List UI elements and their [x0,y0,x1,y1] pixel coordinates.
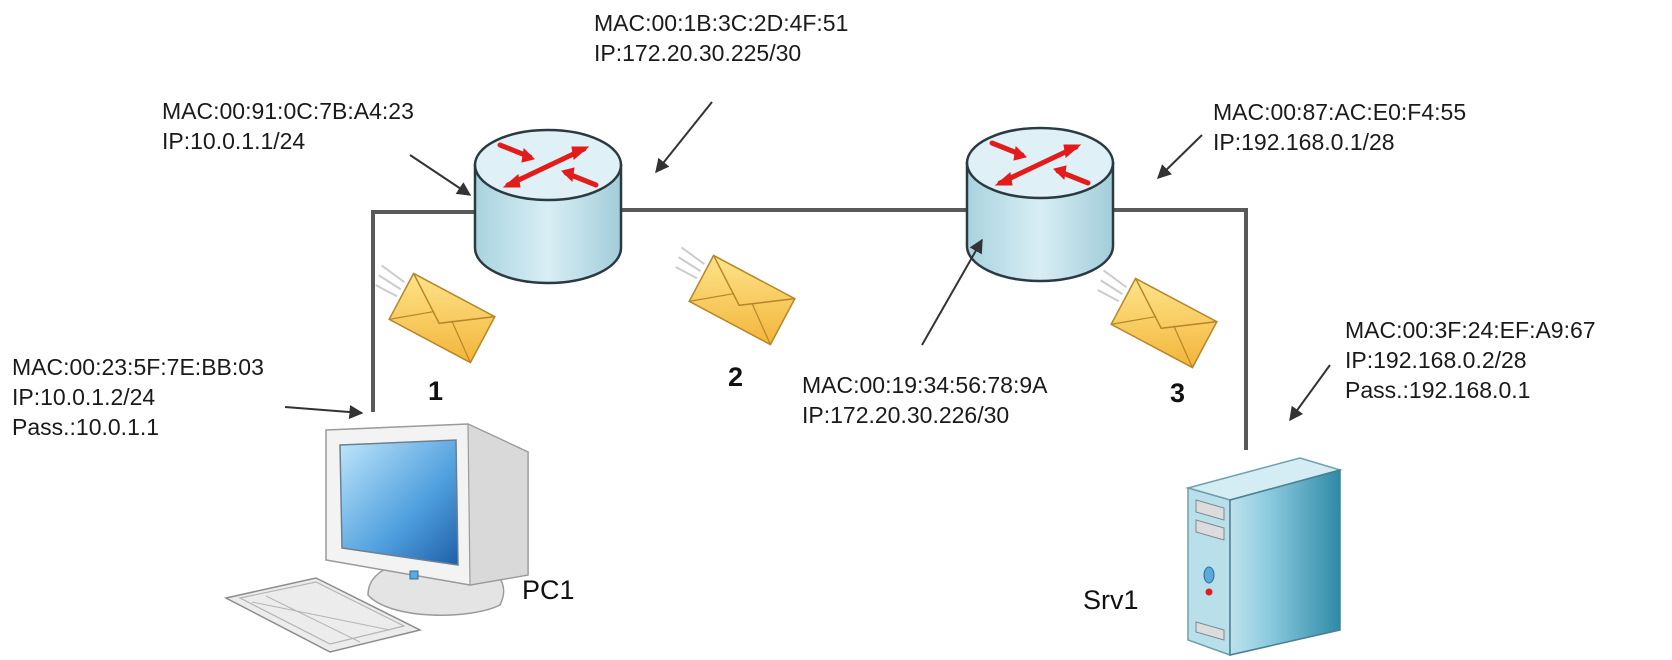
arrow-pc1 [284,405,364,419]
ip-address: IP:172.20.30.225/30 [594,40,802,66]
ip-address: IP:192.168.0.1/28 [1213,129,1395,155]
router2-right-interface-label: MAC:00:87:AC:E0:F4:55 IP:192.168.0.1/28 [1213,97,1466,157]
ip-address: IP:192.168.0.2/28 [1345,347,1527,373]
link-router2-srv1 [1112,208,1248,450]
desktop-computer-icon [223,423,529,653]
ip-address: IP:10.0.1.1/24 [162,128,306,154]
router1 [473,128,623,285]
pc-name-label: PC1 [522,575,575,605]
ip-address: IP:172.20.30.226/30 [802,402,1010,428]
router-icon [989,140,1091,186]
envelope-icon [1097,269,1218,369]
arrow-router2-right [1156,134,1203,179]
arrow-router1-left [409,154,472,196]
arrow-router1-right [655,101,713,174]
router2 [965,126,1115,283]
router1-right-interface-label: MAC:00:1B:3C:2D:4F:51 IP:172.20.30.225/3… [594,8,848,68]
ip-address: IP:10.0.1.2/24 [12,384,156,410]
hop-number-3: 3 [1170,378,1186,408]
server-tower-icon [1185,457,1343,657]
link-pc1-router1 [371,210,476,412]
mac-address: MAC:00:91:0C:7B:A4:23 [162,98,414,124]
arrow-router2-left [921,238,983,346]
envelope-icon [675,246,796,346]
pointer-arrows [284,101,1331,422]
hop-number-1: 1 [428,376,444,406]
envelope-icon [375,264,496,364]
arrow-srv1 [1289,364,1331,422]
mac-address: MAC:00:19:34:56:78:9A [802,372,1048,398]
mac-address: MAC:00:1B:3C:2D:4F:51 [594,10,849,36]
network-links [371,208,1248,450]
router2-left-interface-label: MAC:00:19:34:56:78:9A IP:172.20.30.226/3… [802,370,1048,430]
server-name-label: Srv1 [1083,585,1139,615]
mac-address: MAC:00:3F:24:EF:A9:67 [1345,317,1596,343]
gateway-address: Pass.:192.168.0.1 [1345,377,1531,403]
srv1-network-label: MAC:00:3F:24:EF:A9:67 IP:192.168.0.2/28 … [1345,315,1596,405]
router1-left-interface-label: MAC:00:91:0C:7B:A4:23 IP:10.0.1.1/24 [162,96,414,156]
router-icon [497,142,599,188]
mac-address: MAC:00:87:AC:E0:F4:55 [1213,99,1467,125]
gateway-address: Pass.:10.0.1.1 [12,414,160,440]
mac-address: MAC:00:23:5F:7E:BB:03 [12,354,264,380]
hop-number-2: 2 [728,362,744,392]
pc1-network-label: MAC:00:23:5F:7E:BB:03 IP:10.0.1.2/24 Pas… [12,352,264,442]
